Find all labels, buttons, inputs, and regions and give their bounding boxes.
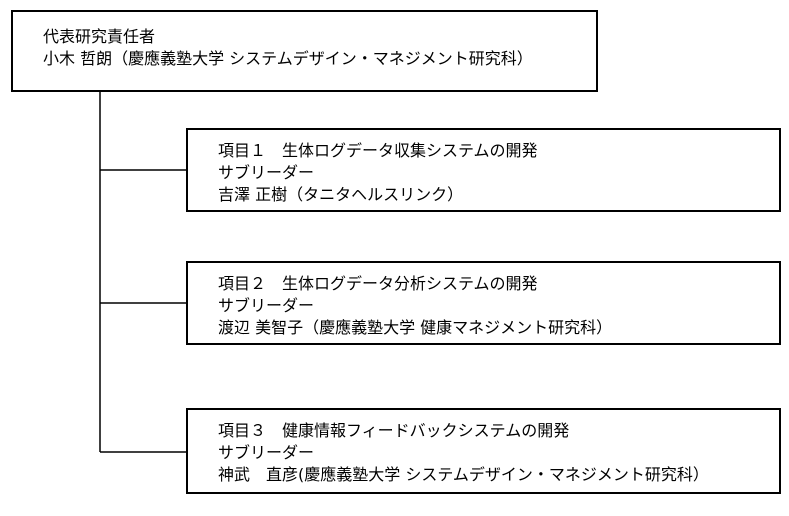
- item-1-role: サブリーダー: [218, 163, 315, 182]
- item-3-role: サブリーダー: [218, 443, 315, 462]
- item-3-title: 項目３ 健康情報フィードバックシステムの開発: [218, 421, 570, 440]
- item-1-title: 項目１ 生体ログデータ収集システムの開発: [218, 141, 538, 160]
- item-3-person: 神武 直彦(慶應義塾大学 システムデザイン・マネジメント研究科）: [218, 465, 709, 484]
- principal-investigator-role: 代表研究責任者: [43, 27, 156, 46]
- principal-investigator-name: 小木 哲朗（慶應義塾大学 システムデザイン・マネジメント研究科）: [43, 49, 533, 68]
- item-2-role: サブリーダー: [218, 296, 315, 315]
- item-2-box: 項目２ 生体ログデータ分析システムの開発 サブリーダー 渡辺 美智子（慶應義塾大…: [186, 261, 781, 345]
- item-2-title: 項目２ 生体ログデータ分析システムの開発: [218, 274, 538, 293]
- item-2-person: 渡辺 美智子（慶應義塾大学 健康マネジメント研究科）: [218, 318, 613, 337]
- item-1-box: 項目１ 生体ログデータ収集システムの開発 サブリーダー 吉澤 正樹（タニタヘルス…: [186, 128, 781, 212]
- principal-investigator-box: 代表研究責任者 小木 哲朗（慶應義塾大学 システムデザイン・マネジメント研究科）: [11, 10, 598, 92]
- item-1-person: 吉澤 正樹（タニタヘルスリンク）: [218, 185, 464, 204]
- item-3-box: 項目３ 健康情報フィードバックシステムの開発 サブリーダー 神武 直彦(慶應義塾…: [186, 408, 781, 494]
